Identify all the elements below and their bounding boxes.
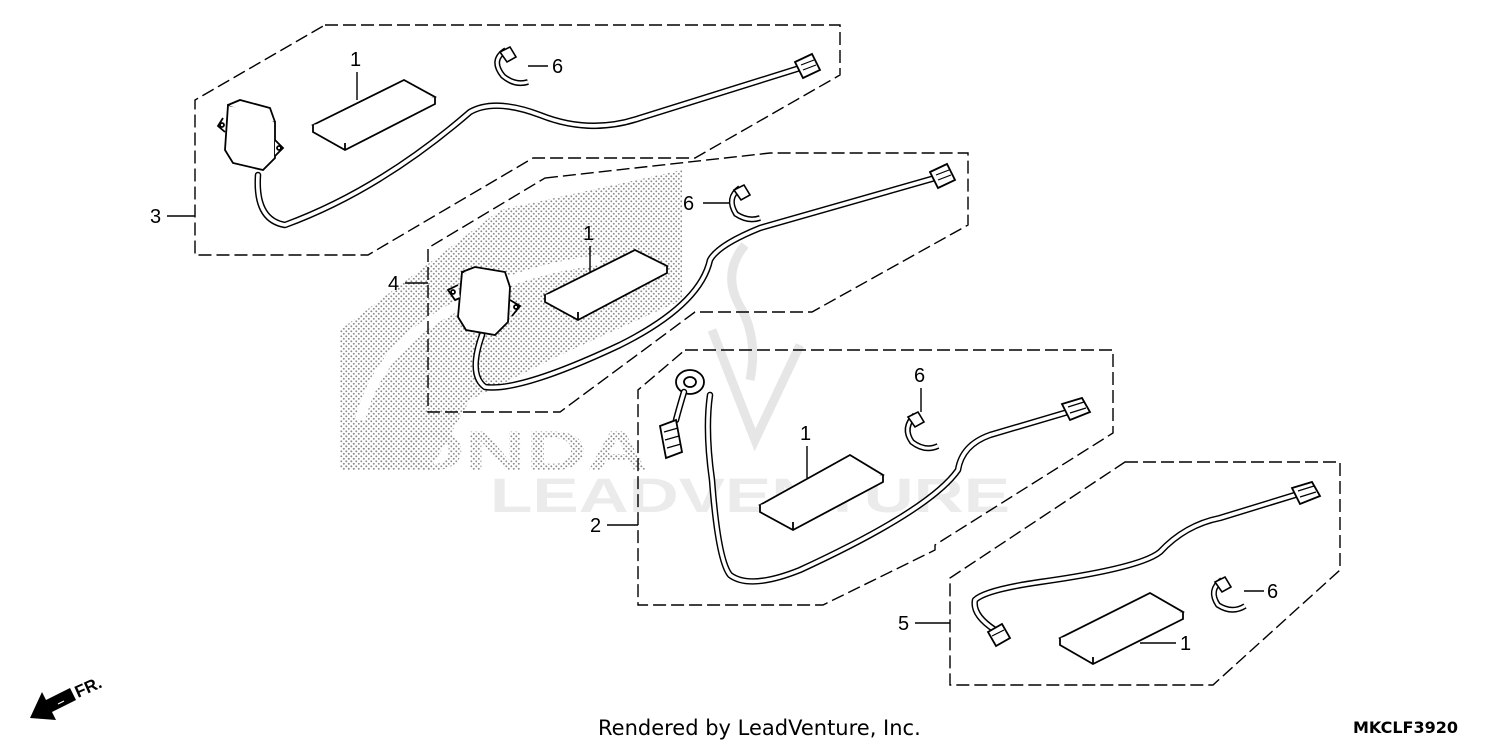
kit-5-adhesive-pad [1058,591,1185,666]
kit-2-group [637,349,1114,606]
callout-kit-2: 2 [590,515,601,537]
kit-5-connector [1290,480,1322,506]
callout-kit-3: 3 [150,206,161,228]
kit-2-plug-connector [658,418,684,460]
kit-3-group [194,24,841,256]
front-direction-arrow-icon [30,688,76,720]
callout-kit-4: 4 [388,273,399,295]
kit-3-adhesive-pad [311,78,437,152]
kit-2-connector [1060,396,1092,422]
callout-kit-3-clip: 6 [552,56,563,78]
honda-watermark-text: HONDA [338,419,648,482]
callout-kit-2-clip: 6 [914,365,925,387]
leadventure-logo-mark [707,242,805,452]
callout-kit-4-pad: 1 [583,223,594,245]
kit-2-hose-clip [904,410,940,452]
kit-2-adhesive-pad [758,453,885,532]
kit-4-hose-clip [728,183,761,223]
kit-3-control-unit [216,99,285,171]
callout-kit-3-pad: 1 [350,49,361,71]
kit-4-adhesive-pad [543,248,669,322]
callout-kit-2-pad: 1 [800,423,811,445]
render-credit: Rendered by LeadVenture, Inc. [598,716,921,740]
kit-4-control-unit [446,266,522,336]
leadventure-watermark-text: LEADVENTURE [490,470,1010,523]
kit-3-hose-clip [494,45,529,87]
front-direction-label: FR. [72,673,105,701]
callout-kit-5-pad: 1 [1180,633,1191,655]
callout-kit-4-clip: 6 [683,193,694,215]
kit-4-connector [928,162,957,190]
kit-3-connector [793,52,822,80]
callout-kit-5: 5 [898,613,909,635]
kit-2-grommet [675,369,705,395]
callout-kit-5-clip: 6 [1267,581,1278,603]
diagram-code: MKCLF3920 [1353,718,1458,737]
kit-5-plug-connector [986,622,1012,648]
kit-5-group [949,461,1341,686]
kit-5-hose-clip [1210,575,1247,613]
kit-4-group [427,152,969,413]
